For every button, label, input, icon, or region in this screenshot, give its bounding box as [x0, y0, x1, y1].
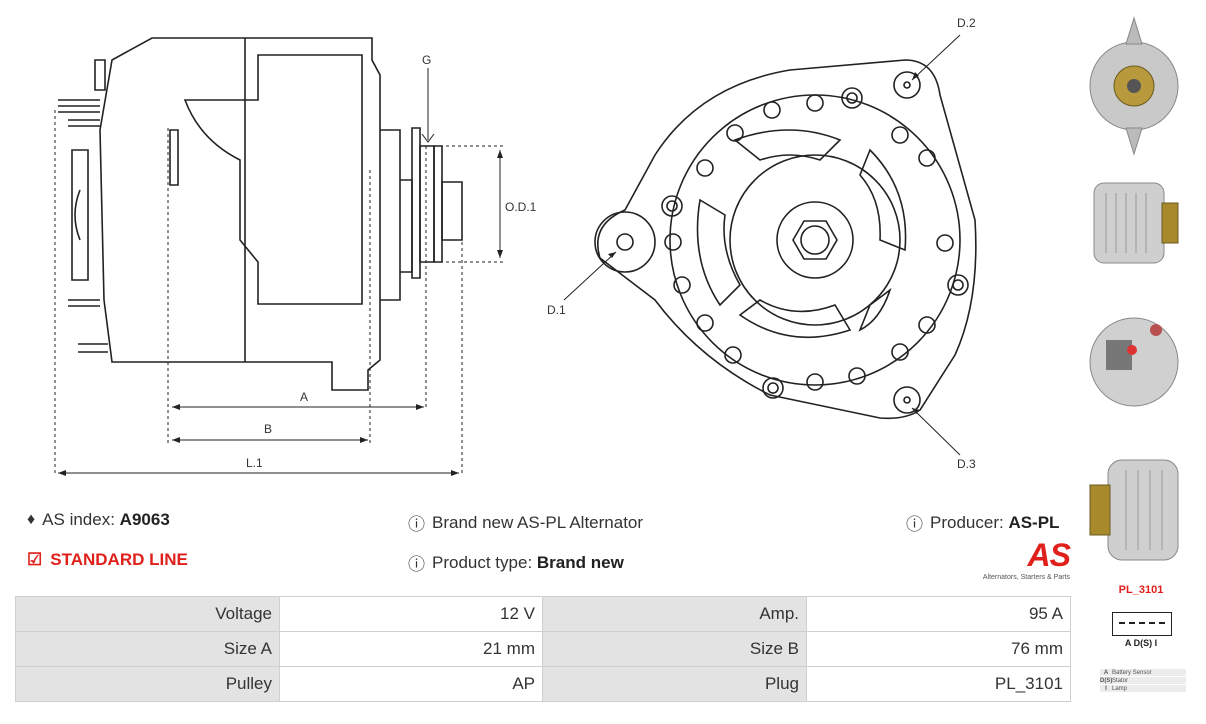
info-icon: ⓘ — [408, 555, 425, 574]
as-logo-tagline: Alternators, Starters & Parts — [982, 574, 1070, 581]
product-photo-angle[interactable] — [1086, 440, 1182, 580]
label-g: G — [422, 53, 431, 67]
producer: ⓘ Producer: AS-PL — [906, 510, 1059, 535]
spec-value: 76 mm — [806, 631, 1071, 667]
description: ⓘ Brand new AS-PL Alternator — [408, 510, 643, 535]
spec-label: Size B — [542, 631, 807, 667]
label-od1: O.D.1 — [505, 200, 537, 214]
info-icon: ⓘ — [408, 515, 425, 534]
label-l1: L.1 — [246, 456, 263, 470]
legend-item: D(S)Stator — [1100, 677, 1186, 684]
as-logo-text: AS — [1027, 537, 1071, 573]
as-index-label: AS index: — [42, 510, 115, 529]
as-logo: AS Alternators, Starters & Parts — [966, 537, 1071, 581]
product-photo-rear[interactable] — [1086, 6, 1182, 162]
producer-value: AS-PL — [1008, 512, 1060, 532]
standard-line: ☑ STANDARD LINE — [27, 550, 188, 570]
spec-label: Voltage — [15, 596, 280, 632]
spec-value: 12 V — [279, 596, 543, 632]
alternator-front-body — [596, 59, 977, 420]
product-photo-back[interactable] — [1086, 290, 1182, 436]
info-icon: ⓘ — [906, 515, 923, 534]
label-b: B — [264, 422, 272, 436]
table-row: Pulley AP Plug PL_3101 — [15, 666, 1071, 702]
producer-label: Producer: — [930, 512, 1004, 532]
spec-label: Size A — [15, 631, 280, 667]
alternator-side-body — [99, 37, 381, 391]
spec-label: Amp. — [542, 596, 807, 632]
standard-line-label: STANDARD LINE — [50, 550, 188, 569]
plug-code: PL_3101 — [1118, 584, 1164, 596]
spec-label: Pulley — [15, 666, 280, 702]
spec-value: AP — [279, 666, 543, 702]
table-row: Voltage 12 V Amp. 95 A — [15, 596, 1071, 632]
label-d1: D.1 — [547, 303, 566, 317]
as-index: ♦ AS index: A9063 — [27, 510, 170, 530]
product-photo-side[interactable] — [1086, 168, 1182, 278]
as-index-value: A9063 — [119, 510, 170, 529]
specs-table: Voltage 12 V Amp. 95 A Size A 21 mm Size… — [15, 596, 1071, 702]
plug-pins: A D(S) I — [1124, 638, 1158, 648]
table-row: Size A 21 mm Size B 76 mm — [15, 631, 1071, 667]
checkbox-icon: ☑ — [27, 550, 43, 569]
product-type-label: Product type: — [432, 552, 533, 572]
product-type-value: Brand new — [536, 552, 624, 572]
label-a: A — [300, 390, 308, 404]
label-d3: D.3 — [957, 457, 976, 471]
tags-icon: ♦ — [27, 511, 36, 528]
label-d2: D.2 — [957, 16, 976, 30]
spec-value: 21 mm — [279, 631, 543, 667]
technical-drawing: G O.D.1 A B L.1 D.1 D.2 D.3 — [54, 16, 977, 476]
description-text: Brand new AS-PL Alternator — [432, 512, 644, 532]
product-type: ⓘ Product type: Brand new — [408, 550, 624, 575]
spec-value: PL_3101 — [806, 666, 1071, 702]
spec-value: 95 A — [806, 596, 1071, 632]
plug-connector-icon — [1112, 612, 1172, 636]
spec-label: Plug — [542, 666, 807, 702]
